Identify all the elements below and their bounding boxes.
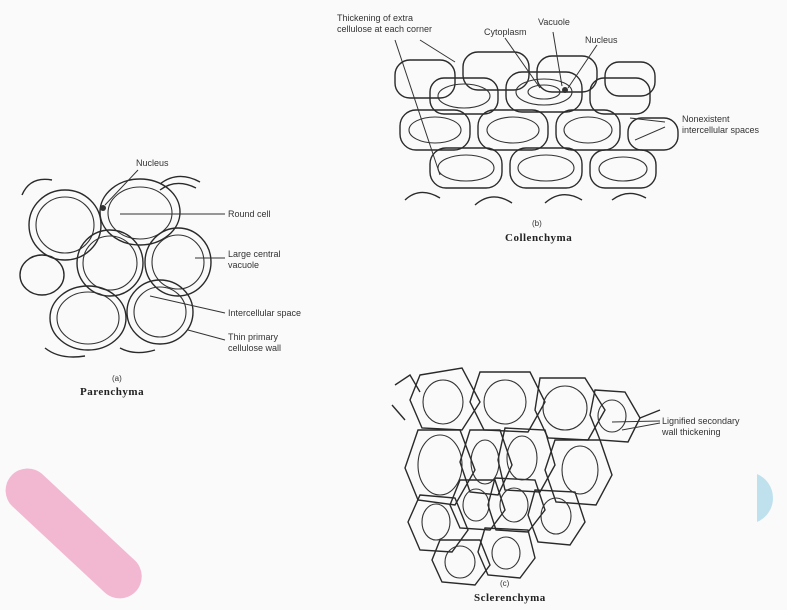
parenchyma-nucleus [100,205,106,211]
collenchyma-nucleus [562,87,568,93]
blue-decorative-shape [757,474,773,522]
pink-decorative-bar [0,459,151,607]
sclerenchyma-title: Sclerenchyma [474,592,546,604]
label-lignified-secondary: Lignified secondary [662,416,740,426]
parenchyma-leader-lines [105,170,225,340]
collenchyma-caption: (b) [532,219,542,228]
label-intercellular-spaces: intercellular spaces [682,125,760,135]
label-intercellular-space: Intercellular space [228,308,301,318]
label-cellulose-corner: cellulose at each corner [337,24,432,34]
sclerenchyma-cells [392,368,660,585]
label-cytoplasm: Cytoplasm [484,27,527,37]
parenchyma-diagram: Nucleus Round cell Large central vacuole… [20,158,301,398]
collenchyma-cells [395,52,678,205]
label-vacuole: Vacuole [538,17,570,27]
parenchyma-cells [20,176,211,357]
parenchyma-title: Parenchyma [80,386,144,398]
collenchyma-title: Collenchyma [505,232,572,244]
sclerenchyma-diagram: Lignified secondary wall thickening (c) … [392,368,740,604]
label-thickening: Thickening of extra [337,13,413,23]
parenchyma-caption: (a) [112,374,122,383]
sclerenchyma-labels: Lignified secondary wall thickening [661,416,740,437]
collenchyma-diagram: Thickening of extra cellulose at each co… [337,13,760,244]
collenchyma-labels: Thickening of extra cellulose at each co… [337,13,760,135]
label-round-cell: Round cell [228,209,271,219]
label-nucleus: Nucleus [136,158,169,168]
label-large-central: Large central [228,249,281,259]
label-nucleus: Nucleus [585,35,618,45]
parenchyma-labels: Nucleus Round cell Large central vacuole… [136,158,301,353]
label-wall-thickening: wall thickening [661,427,721,437]
sclerenchyma-caption: (c) [500,579,510,588]
label-thin-primary: Thin primary [228,332,279,342]
label-cellulose-wall: cellulose wall [228,343,281,353]
label-nonexistent: Nonexistent [682,114,730,124]
label-vacuole: vacuole [228,260,259,270]
